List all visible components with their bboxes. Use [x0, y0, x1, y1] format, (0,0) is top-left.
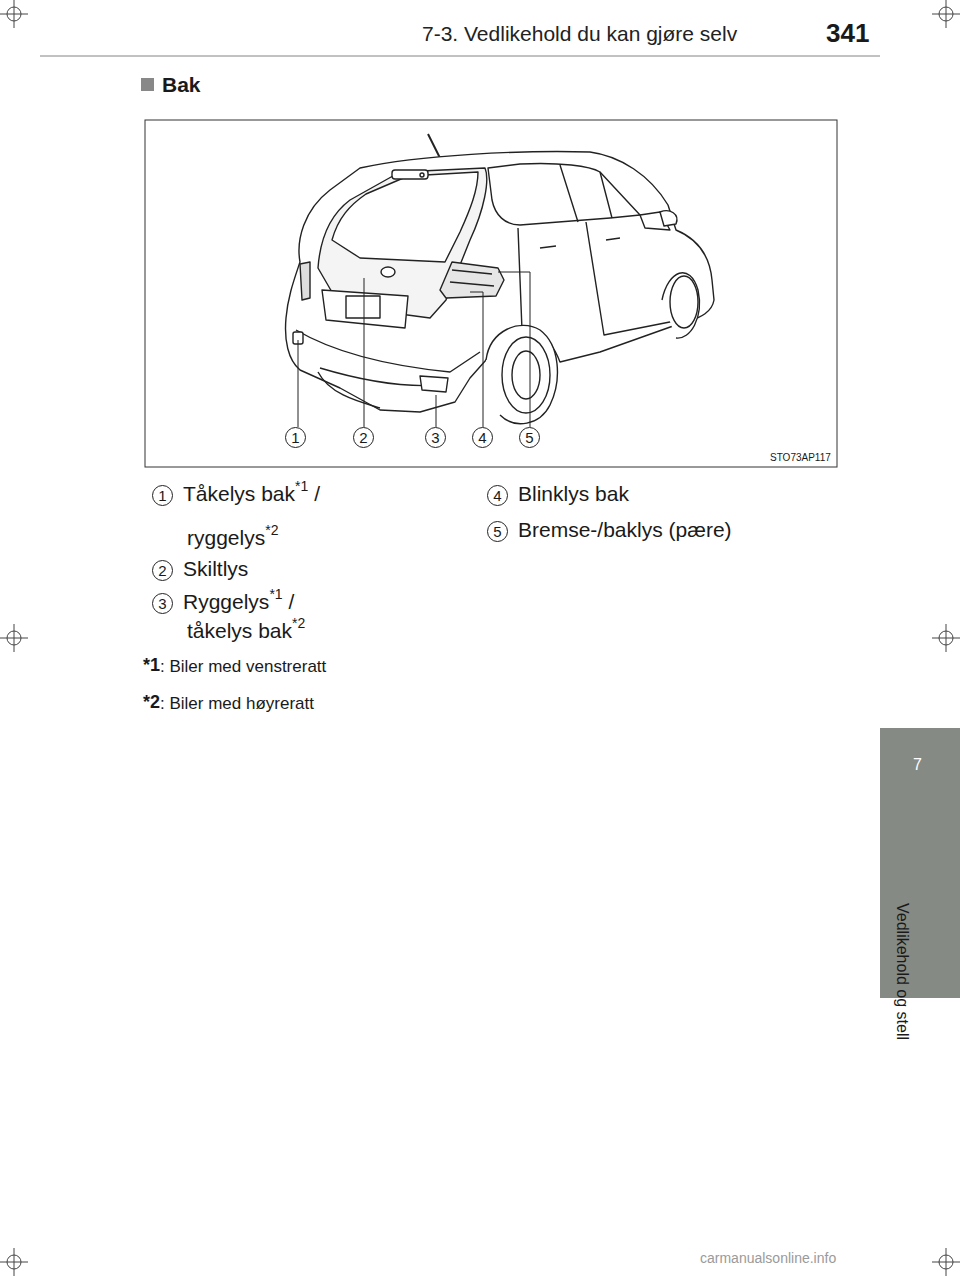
footnote-text: : Biler med venstreratt: [160, 657, 326, 676]
list-line: ryggelys*2: [187, 526, 278, 550]
list-line: *2: Biler med høyreratt: [143, 694, 314, 715]
section-heading: Bak: [162, 73, 201, 97]
chapter-number: 7: [913, 756, 922, 774]
footnote-marker: *2: [143, 692, 160, 712]
callout-number: 1: [285, 427, 306, 448]
callout-number: 3: [152, 593, 173, 614]
header-rule: [40, 56, 880, 57]
car-illustration: [286, 134, 714, 424]
callout-number: 2: [152, 560, 173, 581]
running-header: 7-3. Vedlikehold du kan gjøre selv: [422, 22, 737, 46]
watermark: carmanualsonline.info: [700, 1250, 836, 1266]
callout-number: 5: [487, 521, 508, 542]
list-line: 1Tåkelys bak*1/: [152, 482, 320, 506]
figure-code: STO73AP117: [770, 452, 831, 463]
item-label: Blinklys bak: [518, 482, 629, 505]
footnote-text: : Biler med høyreratt: [160, 694, 314, 713]
chapter-tab: [880, 728, 960, 998]
item-label: /: [314, 482, 320, 505]
figure-frame: [145, 120, 837, 467]
list-line: 2 Skiltlys: [152, 557, 248, 581]
footnote-marker: *2: [292, 615, 305, 631]
bullet-square: [141, 78, 154, 91]
callout-number: 5: [519, 427, 540, 448]
item-label: /: [289, 590, 295, 613]
callout-number: 2: [353, 427, 374, 448]
footnote-marker: *1: [295, 478, 308, 494]
callout-number: 4: [472, 427, 493, 448]
item-label: Ryggelys: [183, 590, 269, 613]
leader-lines: [298, 272, 530, 427]
footnote-marker: *1: [269, 586, 282, 602]
list-line: 3Ryggelys*1/: [152, 590, 294, 614]
item-label: Bremse-/baklys (pære): [518, 518, 732, 541]
item-label: Skiltlys: [183, 557, 248, 580]
page-number: 341: [826, 18, 869, 49]
list-line: *1: Biler med venstreratt: [143, 657, 326, 678]
item-label: ryggelys: [187, 526, 265, 549]
item-label: tåkelys bak: [187, 619, 292, 642]
chapter-title: Vedlikehold og stell: [893, 903, 911, 1040]
list-line: 5 Bremse-/baklys (pære): [487, 518, 732, 542]
footnote-marker: *2: [265, 522, 278, 538]
list-line: tåkelys bak*2: [187, 619, 305, 643]
callout-number: 4: [487, 485, 508, 506]
list-line: 4 Blinklys bak: [487, 482, 629, 506]
callout-number: 1: [152, 485, 173, 506]
item-label: Tåkelys bak: [183, 482, 295, 505]
callout-number: 3: [425, 427, 446, 448]
footnote-marker: *1: [143, 655, 160, 675]
